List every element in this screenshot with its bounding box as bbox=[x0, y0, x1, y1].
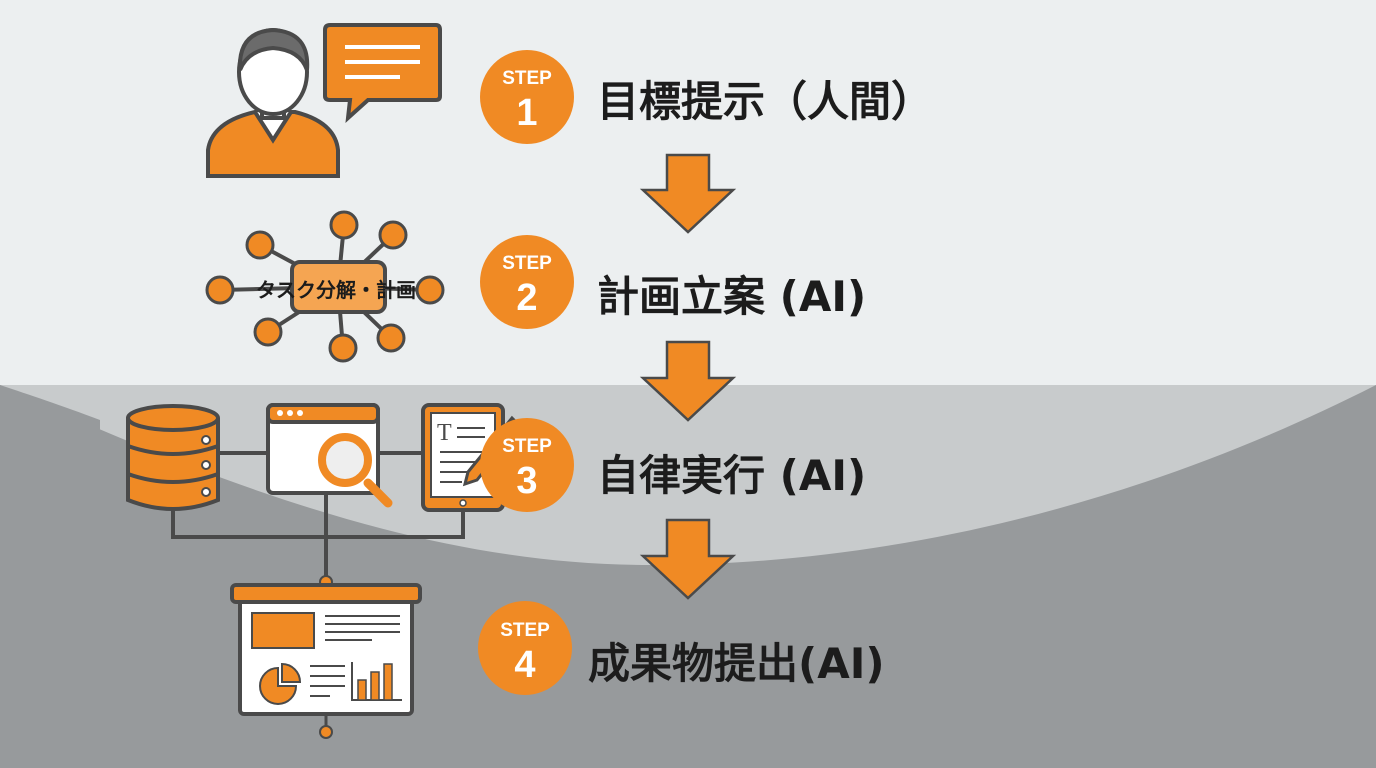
network-node bbox=[378, 220, 408, 250]
background-left-dark bbox=[0, 385, 100, 768]
step-3: STEP 3 自律実行 (AI) bbox=[480, 418, 866, 512]
step-number: 1 bbox=[516, 92, 537, 134]
step-badge-label: STEP bbox=[502, 436, 552, 457]
database-icon bbox=[126, 404, 220, 511]
network-node bbox=[205, 275, 235, 305]
network-node bbox=[415, 275, 445, 305]
network-node bbox=[328, 333, 358, 363]
step-number: 2 bbox=[516, 277, 537, 319]
step-badge-label: STEP bbox=[502, 253, 552, 274]
browser-search-icon bbox=[266, 403, 393, 508]
step-badge-label: STEP bbox=[502, 68, 552, 89]
step-4: STEP 4 成果物提出(AI) bbox=[478, 601, 885, 695]
arrow-down-icon bbox=[639, 153, 737, 234]
step-2: STEP 2 計画立案 (AI) bbox=[480, 235, 866, 329]
step-title: 目標提示（人間） bbox=[597, 77, 933, 126]
person-speech-icon bbox=[206, 23, 442, 178]
step-title: 成果物提出(AI) bbox=[588, 639, 885, 688]
step-badge bbox=[480, 50, 574, 144]
network-node bbox=[253, 317, 283, 347]
network-label: タスク分解・計画 bbox=[256, 278, 416, 302]
network-node bbox=[329, 210, 359, 240]
step-badge bbox=[480, 235, 574, 329]
presentation-board-icon bbox=[230, 575, 422, 739]
arrow-down-icon bbox=[639, 340, 737, 422]
step-number: 3 bbox=[516, 460, 537, 502]
network-node bbox=[245, 230, 275, 260]
step-title: 自律実行 (AI) bbox=[597, 451, 866, 500]
step-1: STEP 1 目標提示（人間） bbox=[480, 50, 933, 144]
network-node bbox=[376, 323, 406, 353]
step-title: 計画立案 (AI) bbox=[597, 272, 866, 321]
step-number: 4 bbox=[514, 644, 535, 686]
step-badge bbox=[480, 418, 574, 512]
tablet-letter: T bbox=[437, 420, 452, 446]
arrow-down-icon bbox=[639, 518, 737, 600]
step-badge bbox=[478, 601, 572, 695]
task-network-icon: タスク分解・計画 bbox=[205, 210, 445, 363]
step-badge-label: STEP bbox=[500, 620, 550, 641]
